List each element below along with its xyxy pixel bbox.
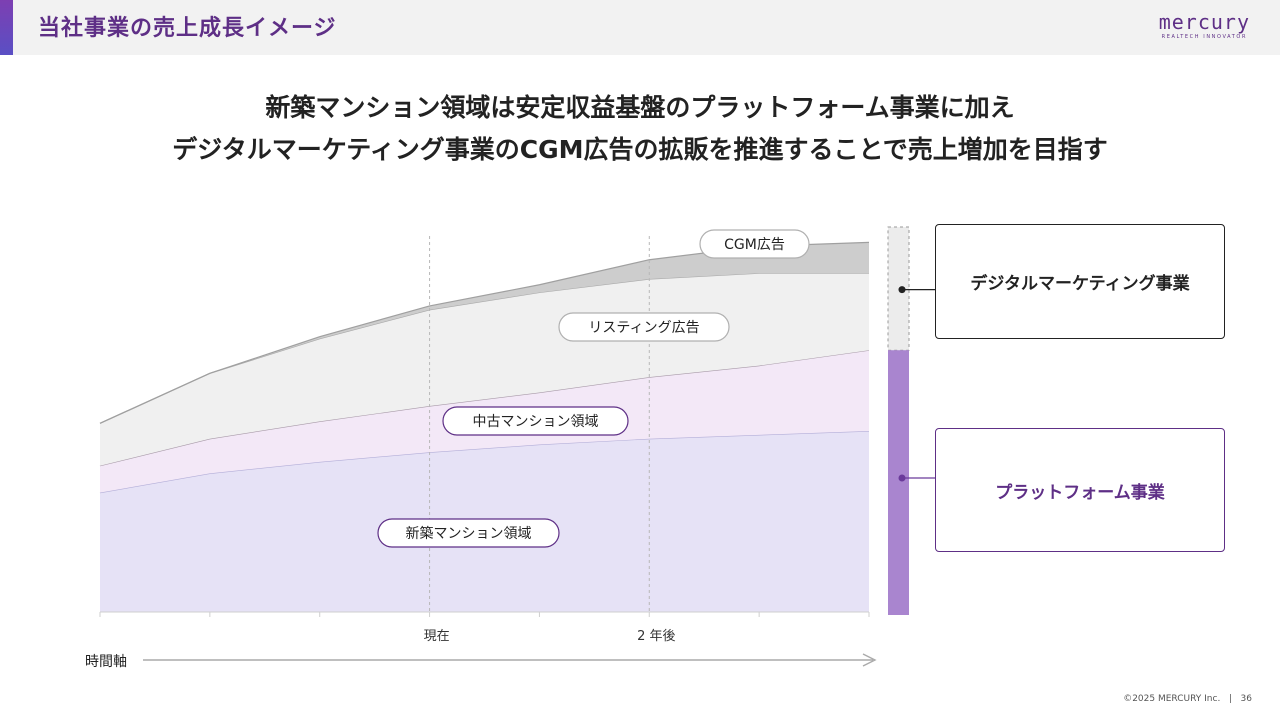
footer-separator: | [1223,694,1238,704]
x-tick-label-2: 2 年後 [637,629,675,644]
headline-line-2: デジタルマーケティング事業のCGM広告の拡販を推進することで売上増加を目指す [172,135,1108,164]
used-condo-label: 中古マンション領域 [473,413,599,430]
time-axis-arrowhead [862,653,877,667]
new-condo-label: 新築マンション領域 [406,525,532,542]
area-cgm-ads [100,242,869,424]
headline-line-1: 新築マンション領域は安定収益基盤のプラットフォーム事業に加え [265,93,1015,122]
digital-marketing-box: デジタルマーケティング事業 [935,224,1225,339]
copyright-text: ©2025 MERCURY Inc. [1123,694,1221,704]
chart-reference-lines [429,236,650,612]
page-title: 当社事業の売上成長イメージ [38,16,337,41]
cgm-ads-label-pill [699,229,810,259]
listing-ads-label-pill [558,312,730,342]
time-axis-label: 時間軸 [85,654,127,670]
header-bar: 当社事業の売上成長イメージ mercury REALTECH INNOVATOR [0,0,1280,55]
mercury-logo: mercury REALTECH INNOVATOR [1159,12,1250,40]
segment-bar-platform [888,350,909,615]
cgm-ads-label: CGM広告 [724,237,785,253]
logo-wordmark: mercury [1158,10,1250,34]
header-accent-bar [0,0,13,55]
segment-bar-digital [887,226,910,351]
segment-bar [887,226,936,615]
page-number: 36 [1240,694,1252,704]
platform-business-box: プラットフォーム事業 [935,428,1225,552]
x-tick-label-1: 現在 [424,629,450,644]
listing-ads-label: リスティング広告 [588,320,699,336]
footer: ©2025 MERCURY Inc. | 36 [1123,694,1252,704]
new-condo-label-pill [377,518,560,548]
logo-tagline: REALTECH INNOVATOR [1161,34,1248,40]
used-condo-label-pill [442,406,629,436]
